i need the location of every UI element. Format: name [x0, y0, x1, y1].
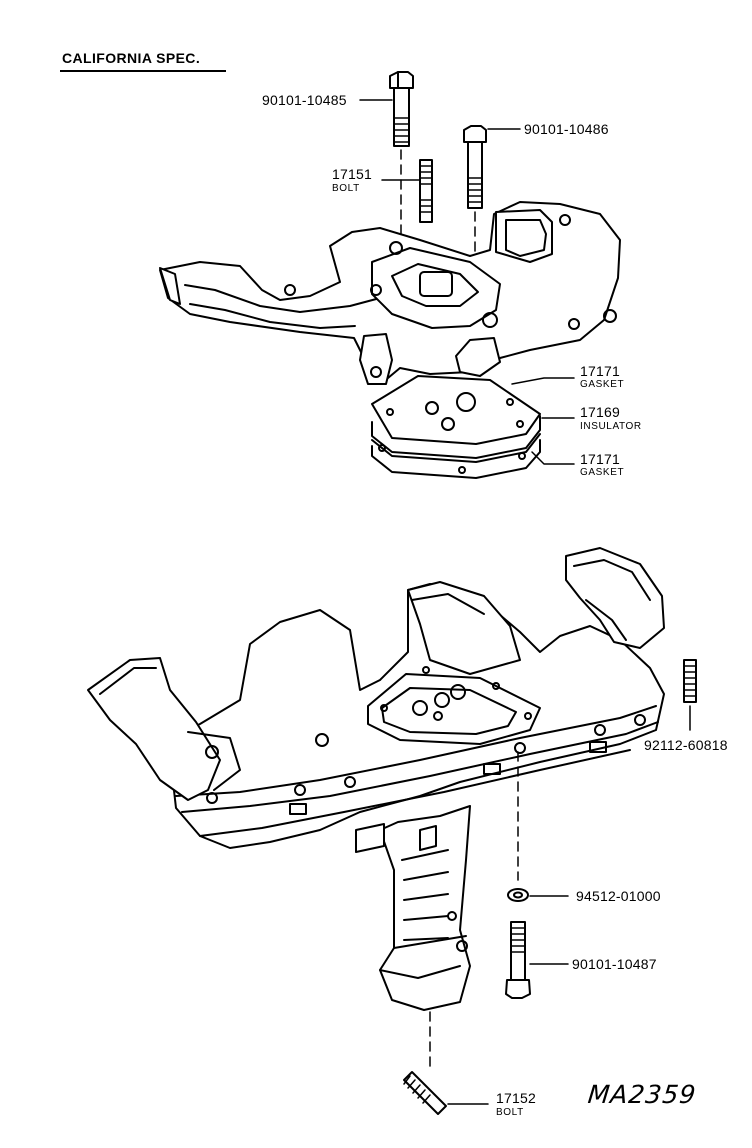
insulator-17169 [371, 415, 541, 463]
label-washer-94512-01000: 94512-01000 [576, 888, 661, 904]
label-stud-92112-60818: 92112-60818 [644, 737, 728, 753]
upper-intake-manifold [159, 201, 621, 385]
label-stud-17152-desc: BOLT [496, 1107, 524, 1118]
label-insulator-desc: INSULATOR [580, 421, 642, 432]
drawing-code: MA2359 [586, 1080, 698, 1109]
stud-92112-60818 [683, 659, 697, 703]
label-bolt-90101-10486: 90101-10486 [524, 121, 609, 137]
bolt-90101-10486 [463, 125, 487, 209]
gasket-17171-upper [371, 375, 541, 445]
label-gasket-lower-number: 17171 [580, 451, 620, 467]
label-stud-17152-number: 17152 [496, 1090, 536, 1106]
label-gasket-lower-desc: GASKET [580, 467, 625, 478]
label-stud-17151-number: 17151 [332, 166, 372, 182]
washer-94512-01000 [507, 888, 529, 902]
bolt-90101-10487 [505, 921, 531, 999]
label-gasket-upper-desc: GASKET [580, 379, 625, 390]
label-stud-17151-desc: BOLT [332, 183, 360, 194]
gasket-17171-lower [371, 439, 541, 479]
leader-lines-lower [447, 895, 569, 1105]
diagram-title: CALIFORNIA SPEC. [62, 50, 201, 66]
title-underline [60, 70, 226, 72]
label-insulator-number: 17169 [580, 404, 620, 420]
leader-lines-upper [359, 99, 575, 465]
stud-17152 [403, 1071, 447, 1115]
stud-17151 [419, 159, 433, 223]
label-bolt-90101-10487: 90101-10487 [572, 956, 657, 972]
label-gasket-upper-number: 17171 [580, 363, 620, 379]
exhaust-manifold [87, 547, 665, 1011]
label-bolt-90101-10485: 90101-10485 [262, 92, 347, 108]
bolt-90101-10485 [389, 71, 414, 147]
